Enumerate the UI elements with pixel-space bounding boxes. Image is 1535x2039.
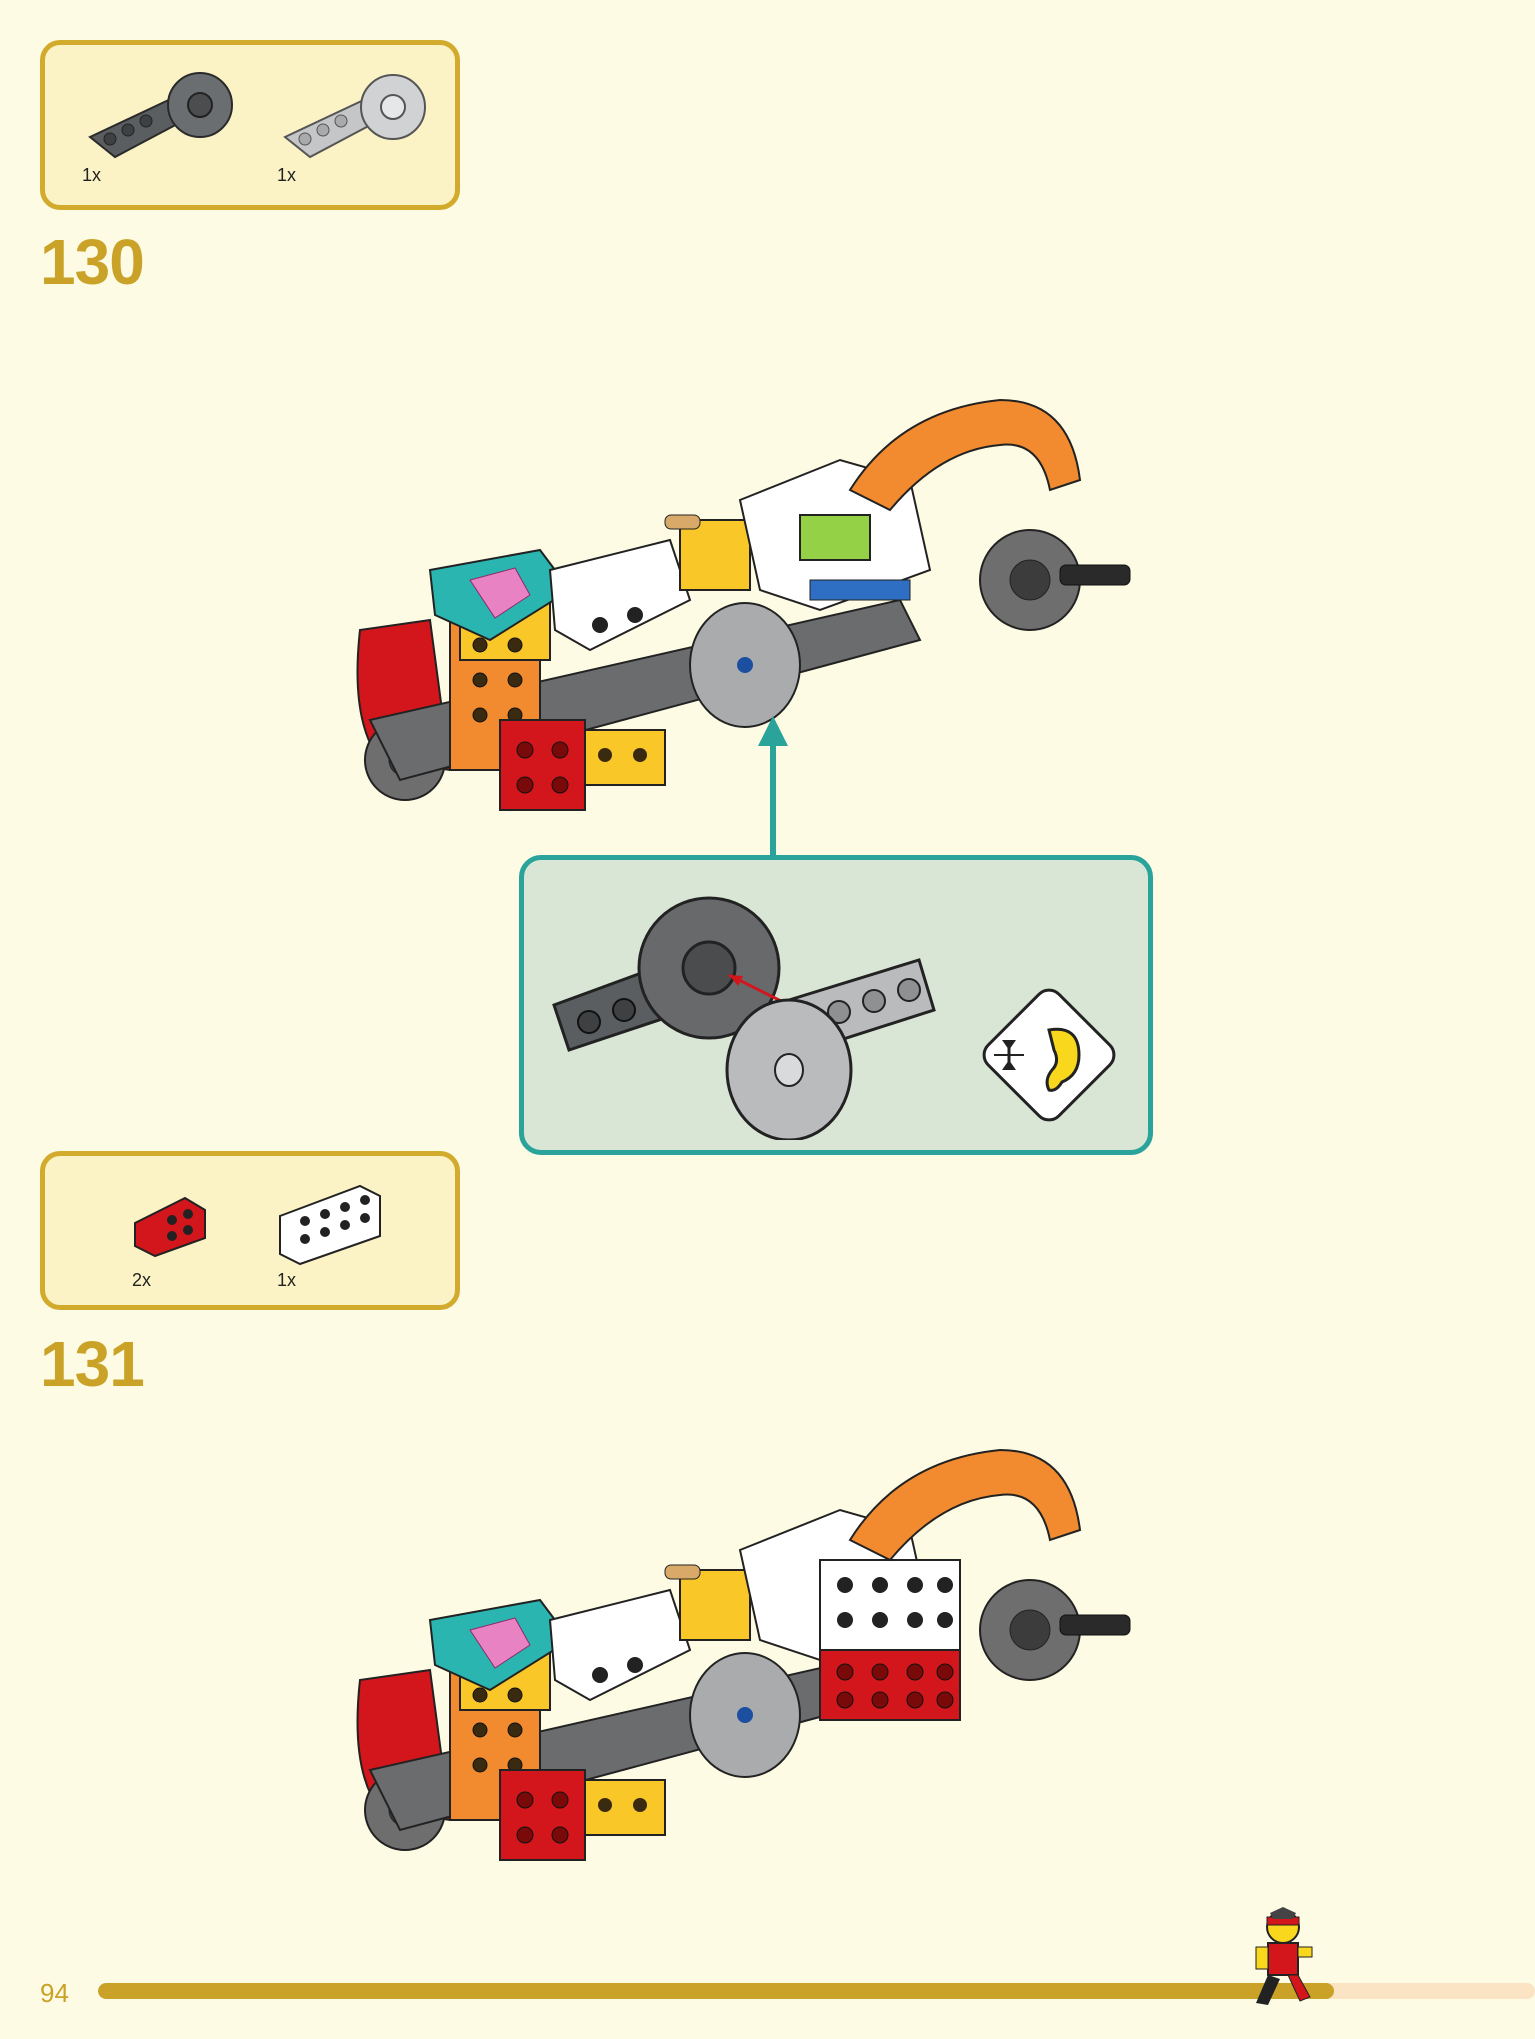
light-gray-pin-arm-part — [283, 74, 426, 159]
parts-list-step-131: 2x 1x — [40, 1151, 460, 1310]
arrow-up-icon — [758, 716, 788, 858]
part-qty: 1x — [82, 165, 102, 185]
white-bracket-plate-part — [279, 1184, 381, 1266]
vehicle-model-step-131 — [356, 1448, 1131, 1861]
red-bracket-part — [134, 1196, 206, 1258]
detail-callout — [519, 855, 1153, 1155]
minifigure-runner-icon — [1255, 1907, 1313, 2005]
parts-list-step-130: 1x 1x — [40, 40, 460, 210]
sub-assembly-illustration — [552, 896, 936, 1140]
vehicle-model-step-130 — [356, 398, 1131, 811]
part-qty: 1x — [277, 165, 297, 185]
progress-bar — [98, 1983, 1535, 1999]
part-qty: 2x — [132, 1270, 152, 1290]
listen-for-click-icon — [982, 988, 1116, 1122]
dark-gray-pin-arm-part — [88, 72, 233, 159]
step-number: 131 — [40, 1328, 145, 1400]
step-number: 130 — [40, 226, 145, 298]
part-qty: 1x — [277, 1270, 297, 1290]
page-number: 94 — [40, 1978, 69, 2008]
progress-bar-fill — [98, 1983, 1334, 1999]
